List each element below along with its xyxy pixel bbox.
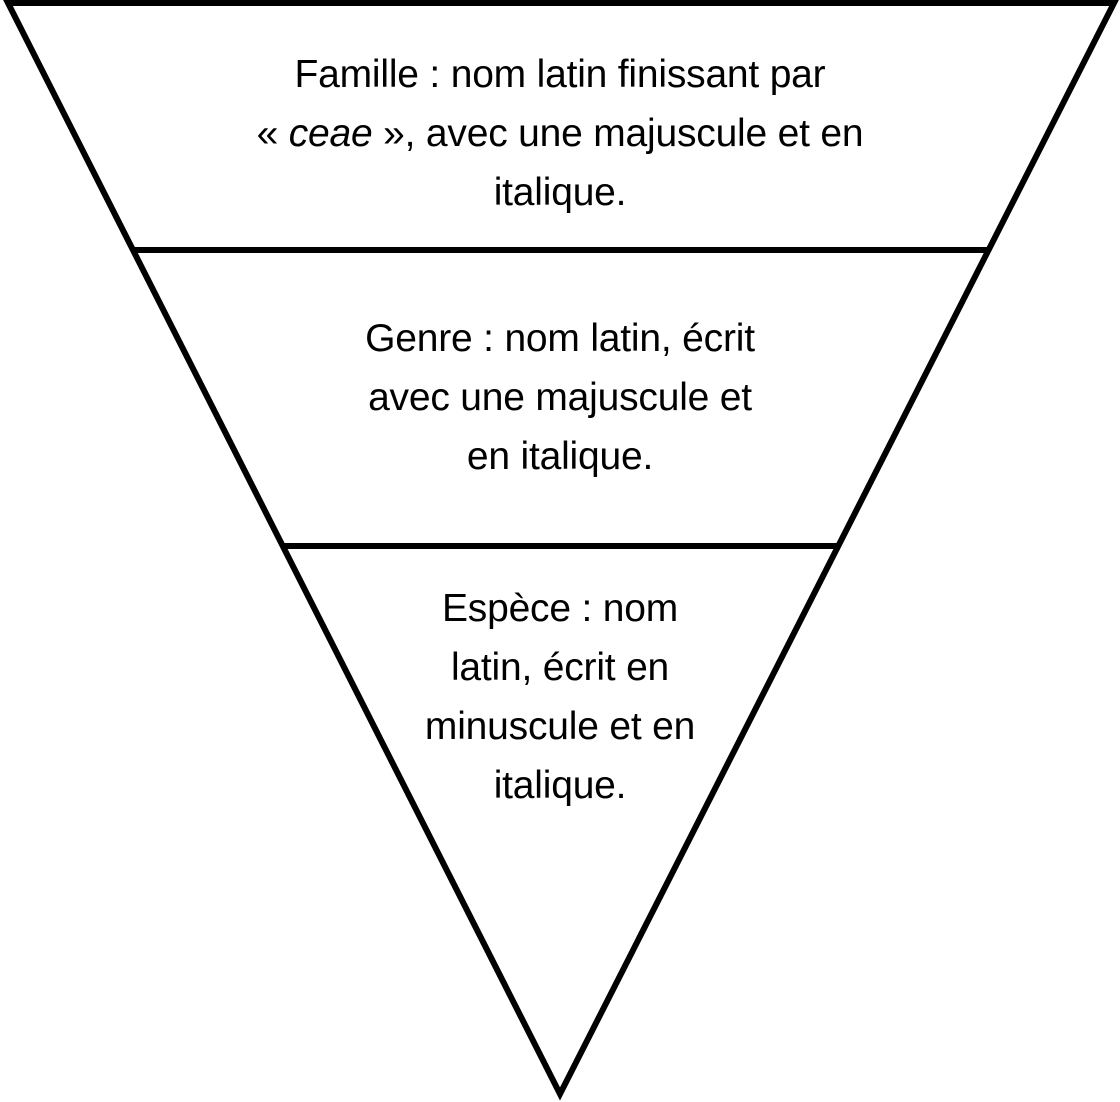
espece-line-4: italique. [493,764,627,807]
level-espece-text: Espèce : nom latin, écrit en minuscule e… [360,579,760,815]
espece-line-3: minuscule et en [424,705,696,748]
genre-line-2: avec une majuscule et [368,376,752,419]
espece-line-1: Espèce : nom [441,587,679,630]
famille-line-2-suffix: », avec une majuscule et en [372,112,864,155]
famille-line-2-prefix: « [256,112,289,155]
famille-suffix-ceae: ceae [288,112,373,155]
genre-line-3: en italique. [466,435,654,478]
level-famille-text: Famille : nom latin finissant par « ceae… [160,45,960,222]
famille-line-1: Famille : nom latin finissant par [294,53,826,96]
espece-line-2: latin, écrit en [450,646,670,689]
genre-line-1: Genre : nom latin, écrit [365,317,755,360]
level-genre-text: Genre : nom latin, écrit avec une majusc… [260,309,860,486]
famille-line-3: italique. [493,171,627,214]
famille-line-2: « ceae », avec une majuscule et en [160,104,960,163]
